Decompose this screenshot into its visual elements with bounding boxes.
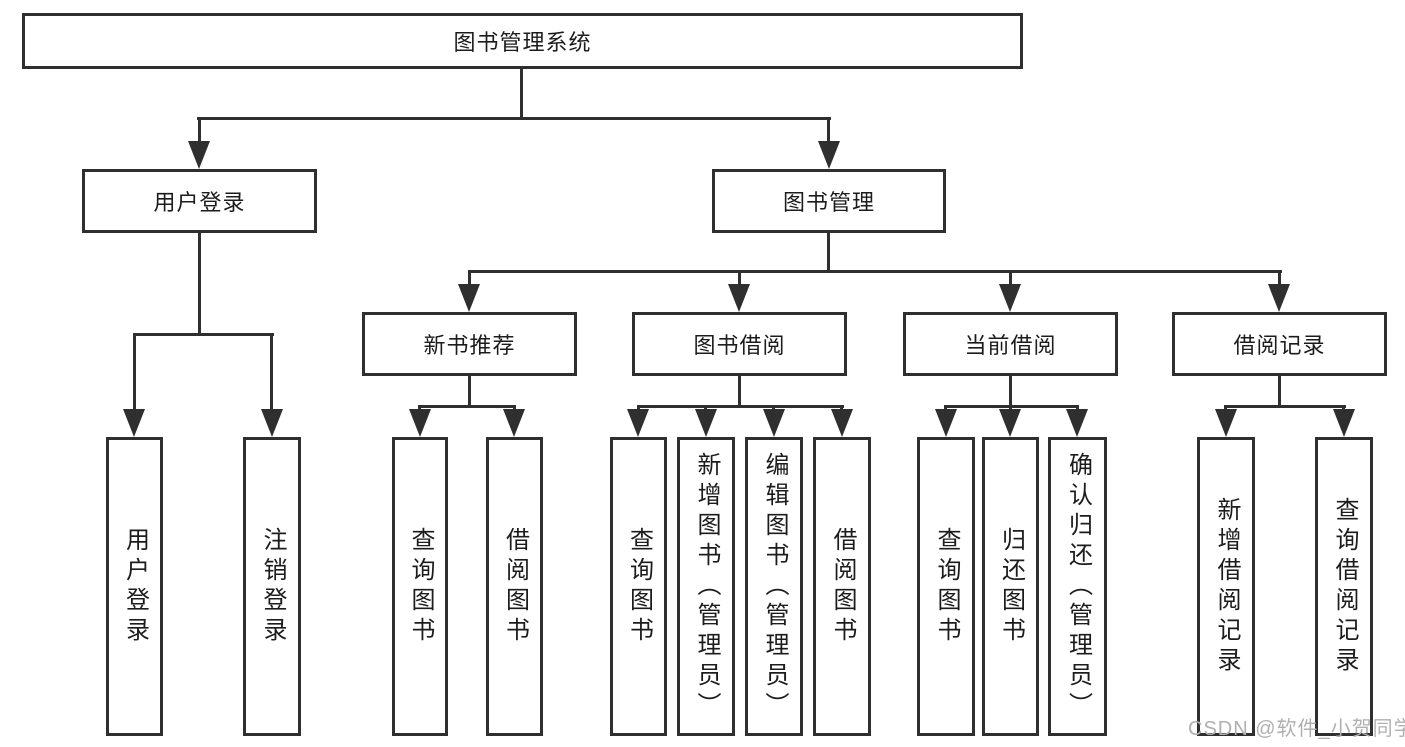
connector-line — [133, 333, 274, 336]
arrow-down — [188, 141, 210, 169]
arrow-down — [1268, 284, 1290, 312]
leaf-edit-book-admin: 编辑图书（管理员） — [745, 437, 803, 736]
connector-line — [468, 270, 1282, 273]
leaf-confirm-return-admin: 确认归还（管理员） — [1048, 437, 1107, 736]
connector-line — [198, 117, 201, 143]
arrow-down — [999, 409, 1021, 437]
leaf-query-borrow-record: 查询借阅记录 — [1315, 437, 1373, 736]
connector-line — [1009, 376, 1012, 408]
arrow-down — [1066, 409, 1088, 437]
connector-line — [418, 405, 516, 408]
arrow-down — [458, 284, 480, 312]
connector-line — [1009, 270, 1012, 287]
node-new-book-recommend: 新书推荐 — [362, 312, 577, 376]
connector-line — [270, 333, 273, 411]
arrow-down — [935, 409, 957, 437]
leaf-borrow-books: 借阅图书 — [813, 437, 871, 736]
arrow-down — [1215, 409, 1237, 437]
connector-line — [738, 376, 741, 408]
arrow-down — [763, 409, 785, 437]
connector-line — [198, 233, 201, 336]
csdn-watermark: CSDN @软件_小贺同学 — [1188, 718, 1405, 740]
connector-line — [738, 270, 741, 287]
arrow-down — [818, 141, 840, 169]
arrow-down — [1333, 409, 1355, 437]
arrow-down — [999, 284, 1021, 312]
leaf-query-books-current: 查询图书 — [917, 437, 975, 736]
arrow-down — [695, 409, 717, 437]
node-user-login: 用户登录 — [82, 169, 317, 233]
arrow-down — [261, 409, 283, 437]
leaf-borrow-books-recommend: 借阅图书 — [486, 437, 543, 736]
connector-line — [197, 117, 831, 120]
leaf-add-book-admin: 新增图书（管理员） — [677, 437, 735, 736]
connector-line — [827, 233, 830, 273]
arrow-down — [627, 409, 649, 437]
leaf-user-login: 用户登录 — [106, 437, 163, 736]
connector-line — [637, 405, 844, 408]
node-book-management: 图书管理 — [712, 169, 946, 233]
leaf-return-book: 归还图书 — [982, 437, 1039, 736]
node-borrow-records: 借阅记录 — [1172, 312, 1387, 376]
node-library-management-system: 图书管理系统 — [22, 13, 1023, 69]
leaf-query-books-borrow: 查询图书 — [610, 437, 667, 736]
node-current-borrow: 当前借阅 — [903, 312, 1118, 376]
connector-line — [133, 333, 136, 411]
connector-line — [520, 69, 523, 118]
connector-line — [1224, 405, 1346, 408]
arrow-down — [123, 409, 145, 437]
node-book-borrow: 图书借阅 — [632, 312, 847, 376]
arrow-down — [409, 409, 431, 437]
leaf-query-books-recommend: 查询图书 — [392, 437, 448, 736]
leaf-logout: 注销登录 — [243, 437, 301, 736]
arrow-down — [728, 284, 750, 312]
arrow-down — [831, 409, 853, 437]
connector-line — [1278, 376, 1281, 408]
connector-line — [468, 270, 471, 287]
connector-line — [827, 117, 830, 143]
leaf-add-borrow-record: 新增借阅记录 — [1197, 437, 1255, 736]
arrow-down — [503, 409, 525, 437]
connector-line — [1278, 270, 1281, 287]
connector-line — [468, 376, 471, 408]
